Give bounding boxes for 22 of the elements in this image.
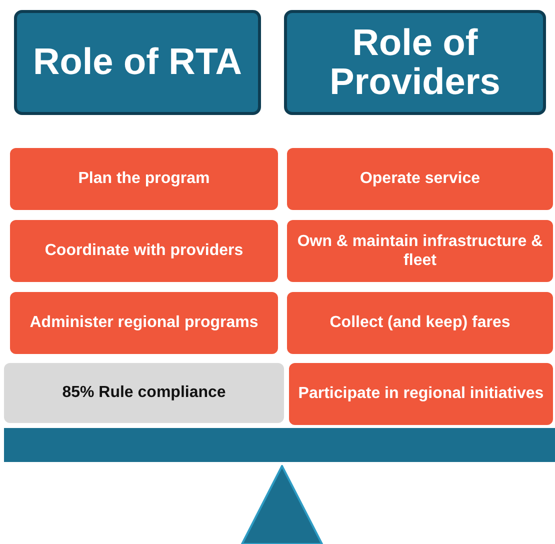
role-box bbox=[287, 220, 553, 282]
role-box bbox=[10, 292, 278, 354]
header-text: Role of RTA bbox=[33, 43, 242, 82]
role-text: Administer regional programs bbox=[30, 313, 258, 333]
role-box bbox=[289, 363, 553, 425]
role-box bbox=[10, 148, 278, 210]
role-box bbox=[287, 148, 553, 210]
header-box bbox=[284, 10, 546, 115]
header-box bbox=[14, 10, 261, 115]
fulcrum-triangle bbox=[241, 465, 323, 544]
role-text: Participate in regional initiatives bbox=[298, 384, 544, 404]
role-box bbox=[10, 220, 278, 282]
role-text: Operate service bbox=[360, 169, 480, 189]
role-text: Plan the program bbox=[78, 169, 210, 189]
role-text: Own & maintain infrastructure & fleet bbox=[296, 232, 544, 270]
balance-beam bbox=[4, 428, 555, 462]
role-text: Collect (and keep) fares bbox=[330, 313, 510, 333]
role-box bbox=[287, 292, 553, 354]
header-text: Role of Providers bbox=[328, 24, 502, 102]
role-box bbox=[4, 363, 284, 423]
role-text: Coordinate with providers bbox=[44, 241, 244, 261]
role-text: 85% Rule compliance bbox=[62, 383, 226, 403]
